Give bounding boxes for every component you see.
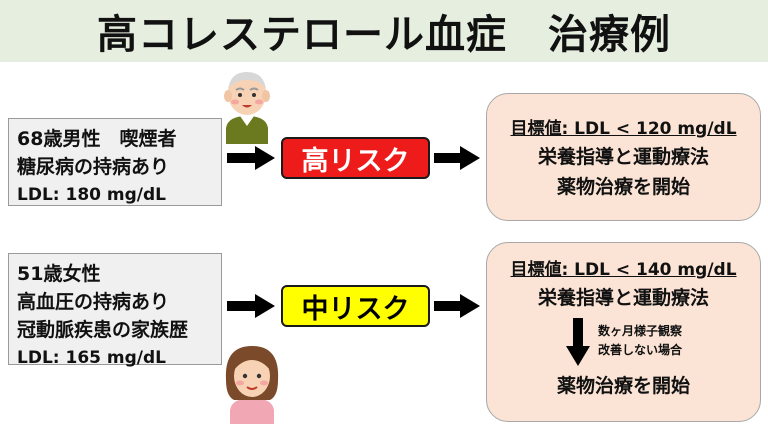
treatment-line: 栄養指導と運動療法 <box>537 287 709 309</box>
treatment-box-case-1: 目標値: LDL < 120 mg/dL 栄養指導と運動療法 薬物治療を開始 <box>486 93 761 221</box>
arrow-right-icon <box>434 294 480 318</box>
treatment-line: 薬物治療を開始 <box>556 176 690 198</box>
target-value: 目標値: LDL < 140 mg/dL <box>510 260 737 280</box>
woman-icon <box>222 340 282 424</box>
observation-note-line: 数ヶ月様子観察 <box>598 324 683 338</box>
patient-line: 51歳女性 <box>17 263 101 285</box>
observation-note-line: 改善しない場合 <box>598 343 683 357</box>
risk-badge-medium: 中リスク <box>281 285 430 327</box>
patient-line: 68歳男性 喫煙者 <box>17 128 177 150</box>
patient-line: 冠動脈疾患の家族歴 <box>17 319 189 341</box>
arrow-right-icon <box>434 146 480 170</box>
treatment-line: 栄養指導と運動療法 <box>537 146 709 168</box>
arrow-down-icon <box>566 318 590 368</box>
treatment-box-case-2: 目標値: LDL < 140 mg/dL 栄養指導と運動療法 薬物治療を開始 <box>486 242 761 422</box>
arrow-right-icon <box>227 146 275 170</box>
target-value: 目標値: LDL < 120 mg/dL <box>510 119 737 139</box>
patient-box-case-2: 51歳女性 高血圧の持病あり 冠動脈疾患の家族歴 LDL: 165 mg/dL <box>8 253 222 368</box>
risk-badge-high: 高リスク <box>281 137 430 179</box>
page-title: 高コレステロール血症 治療例 <box>97 12 671 58</box>
patient-box-case-1: 68歳男性 喫煙者 糖尿病の持病あり LDL: 180 mg/dL <box>8 118 222 206</box>
treatment-final-step: 薬物治療を開始 <box>556 375 690 397</box>
patient-ldl: LDL: 180 mg/dL <box>17 185 166 205</box>
elderly-man-icon <box>220 66 274 144</box>
patient-line: 高血圧の持病あり <box>17 291 170 313</box>
patient-ldl: LDL: 165 mg/dL <box>17 348 166 368</box>
header-banner: 高コレステロール血症 治療例 <box>0 0 768 62</box>
patient-line: 糖尿病の持病あり <box>17 156 170 178</box>
observation-note: 数ヶ月様子観察 改善しない場合 <box>598 322 682 360</box>
arrow-right-icon <box>227 294 275 318</box>
